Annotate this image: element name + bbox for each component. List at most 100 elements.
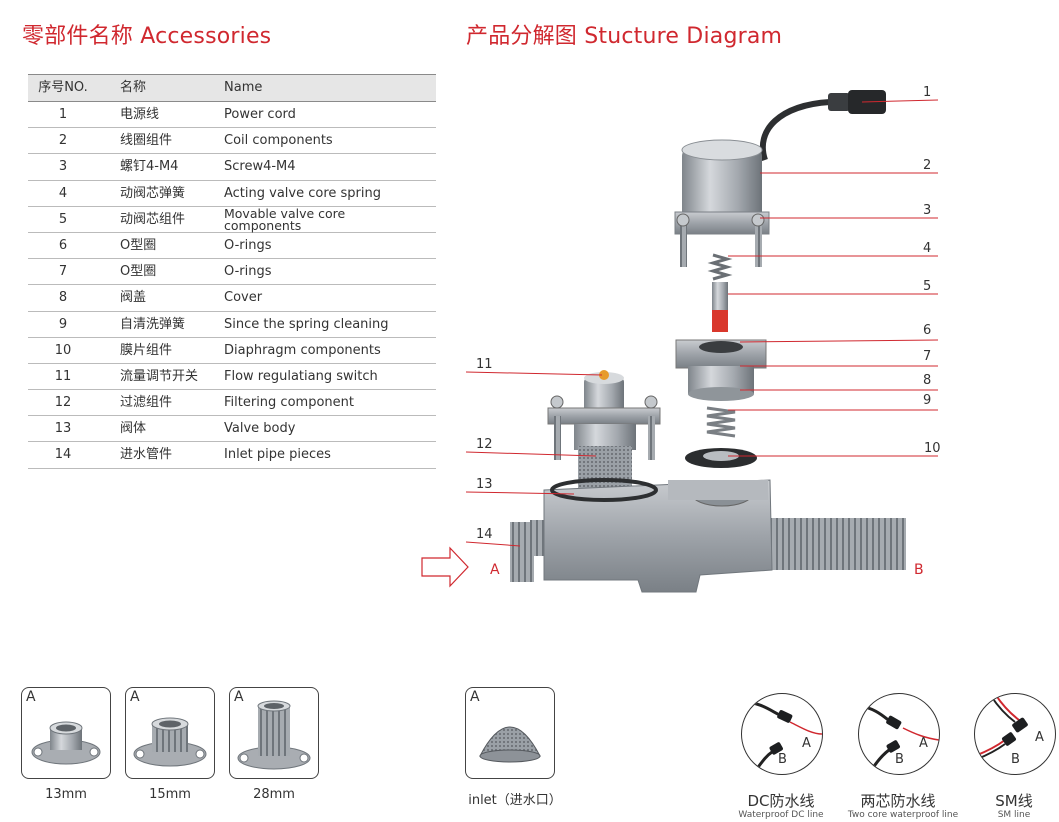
accessory-inlet-filter: A [465, 687, 555, 779]
caption-28mm: 28mm [253, 787, 295, 802]
cable-end-a: A [802, 736, 811, 751]
table-row: 2 线圈组件 Coil components [28, 128, 436, 155]
callout-12: 12 [476, 437, 493, 452]
dc-line-label-en: Waterproof DC line [738, 810, 824, 820]
row-en-name: Since the spring cleaning [224, 316, 389, 332]
row-no: 8 [58, 290, 68, 306]
row-cn-name: 自清洗弹簧 [120, 316, 186, 332]
row-no: 2 [58, 133, 68, 149]
table-row: 13 阀体 Valve body [28, 416, 436, 443]
row-cn-name: 动阀芯组件 [120, 211, 186, 227]
table-row: 8 阀盖 Cover [28, 285, 436, 312]
row-cn-name: 阀体 [120, 421, 147, 437]
accessories-heading-cn: 零部件名称 [22, 24, 134, 49]
callout-8: 8 [923, 373, 931, 388]
row-en-name: O-rings [224, 264, 272, 280]
flow-switch-assembly [547, 370, 661, 492]
inlet-filter-icon [479, 726, 541, 763]
row-no: 6 [58, 237, 68, 253]
diagram-heading-en: Stucture Diagram [584, 24, 783, 49]
valve-body [510, 478, 906, 593]
caption-13mm: 13mm [45, 787, 87, 802]
table-row: 6 O型圈 O-rings [28, 233, 436, 260]
row-cn-name: 进水管件 [120, 447, 173, 463]
header-cn-name: 名称 [120, 80, 147, 95]
callout-lines-right [728, 99, 939, 457]
row-no: 1 [58, 107, 68, 122]
accessory-label: A [470, 689, 480, 705]
cleaning-spring [706, 406, 736, 438]
dc-line-label-cn: DC防水线 [747, 792, 815, 810]
row-no: 7 [58, 264, 68, 280]
valve-core [707, 253, 733, 332]
row-en-name: Filtering component [224, 395, 354, 411]
header-en-name: Name [224, 80, 263, 95]
row-cn-name: 阀盖 [120, 290, 147, 306]
callout-2: 2 [923, 158, 931, 173]
row-no: 3 [58, 159, 68, 175]
row-no: 14 [54, 447, 72, 463]
row-en-name: Diaphragm components [224, 342, 381, 358]
row-no: 12 [54, 395, 72, 411]
inlet-arrow [421, 546, 469, 588]
diaphragm [685, 448, 757, 468]
row-en-name: Flow regulatiang switch [224, 368, 378, 384]
row-en-name: Inlet pipe pieces [224, 447, 331, 463]
cable-end-a: A [1035, 730, 1044, 745]
callout-14: 14 [476, 527, 493, 542]
table-row: 11 流量调节开关 Flow regulatiang switch [28, 364, 436, 391]
accessory-15mm: A [125, 687, 215, 779]
table-row: 14 进水管件 Inlet pipe pieces [28, 442, 436, 469]
callout-labels-left: 11 12 13 14 [476, 357, 493, 542]
diagram-heading: 产品分解图 Stucture Diagram [466, 18, 782, 50]
accessories-heading: 零部件名称 Accessories [22, 18, 271, 50]
callout-1: 1 [923, 85, 931, 100]
callout-9: 9 [923, 393, 931, 408]
callout-6: 6 [923, 323, 931, 338]
callout-lines-left [465, 371, 603, 547]
row-en-name: O-rings [224, 237, 272, 253]
callout-4: 4 [923, 241, 931, 256]
sm-line-label-cn: SM线 [995, 792, 1033, 810]
accessory-label: A [130, 689, 140, 705]
fitting-13mm-icon [31, 721, 101, 765]
row-en-name: Coil components [224, 133, 333, 149]
row-cn-name: 线圈组件 [120, 133, 173, 149]
row-no: 13 [54, 421, 72, 437]
row-no: 4 [58, 185, 68, 201]
row-no: 11 [54, 368, 72, 384]
caption-15mm: 15mm [149, 787, 191, 802]
two-core-line-label-en: Two core waterproof line [847, 810, 959, 820]
callout-13: 13 [476, 477, 493, 492]
cable-end-b: B [778, 752, 787, 767]
accessories-heading-en: Accessories [140, 24, 272, 49]
dc-waterproof-line-icon: A B [741, 693, 823, 775]
row-en-name: Acting valve core spring [224, 185, 382, 201]
cable-end-b: B [895, 752, 904, 767]
power-cord [759, 90, 886, 161]
cable-end-b: B [1011, 752, 1020, 767]
row-no: 10 [54, 342, 72, 358]
two-core-waterproof-line-icon: A B [858, 693, 940, 775]
row-en-name: Valve body [224, 421, 296, 437]
callout-10: 10 [924, 441, 941, 456]
row-en-name: Power cord [224, 107, 296, 122]
row-cn-name: 流量调节开关 [120, 368, 199, 384]
row-en-name: Cover [224, 290, 263, 306]
fitting-28mm-icon [237, 700, 311, 770]
row-cn-name: O型圈 [120, 237, 157, 253]
port-a-label: A [490, 562, 500, 578]
callout-3: 3 [923, 203, 931, 218]
callout-11: 11 [476, 357, 493, 372]
caption-inlet: inlet（进水口） [468, 793, 562, 808]
accessory-13mm: A [21, 687, 111, 779]
